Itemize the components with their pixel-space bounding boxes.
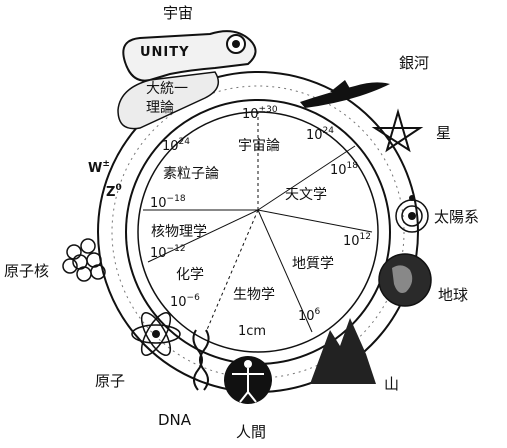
snake-tongue: 大統一 理論 [118,72,218,129]
label-universe: 宇宙 [163,4,193,22]
sector-particle-physics: 素粒子論 [163,166,219,182]
label-solar-system: 太陽系 [434,208,479,226]
sector-geology: 地質学 [292,256,334,272]
label-star: 星 [436,124,451,142]
solar-system-icon [396,195,428,232]
grand-unified-label-2: 理論 [146,100,174,116]
earth-icon [379,254,431,306]
particle-w: W± [88,159,110,176]
label-mountain: 山 [384,375,399,393]
galaxy-icon [300,80,390,108]
label-dna: DNA [158,411,192,429]
sector-cosmology: 宇宙論 [238,138,280,154]
label-atom: 原子 [95,372,125,390]
sector-nuclear-physics: 核物理学 [151,224,207,240]
sector-astronomy: 天文学 [285,187,327,203]
snake-head-text: UNITY [140,45,190,60]
human-icon [224,356,272,404]
label-human: 人間 [236,423,266,441]
label-nucleus: 原子核 [4,262,49,280]
label-earth: 地球 [438,286,468,304]
grand-unified-label-1: 大統一 [146,81,188,97]
sector-biology: 生物学 [233,287,275,303]
sector-chemistry: 化学 [176,267,204,283]
particle-z: Z0 [106,183,122,200]
scale-bottom: 1cm [238,324,266,339]
label-galaxy: 銀河 [399,54,429,72]
